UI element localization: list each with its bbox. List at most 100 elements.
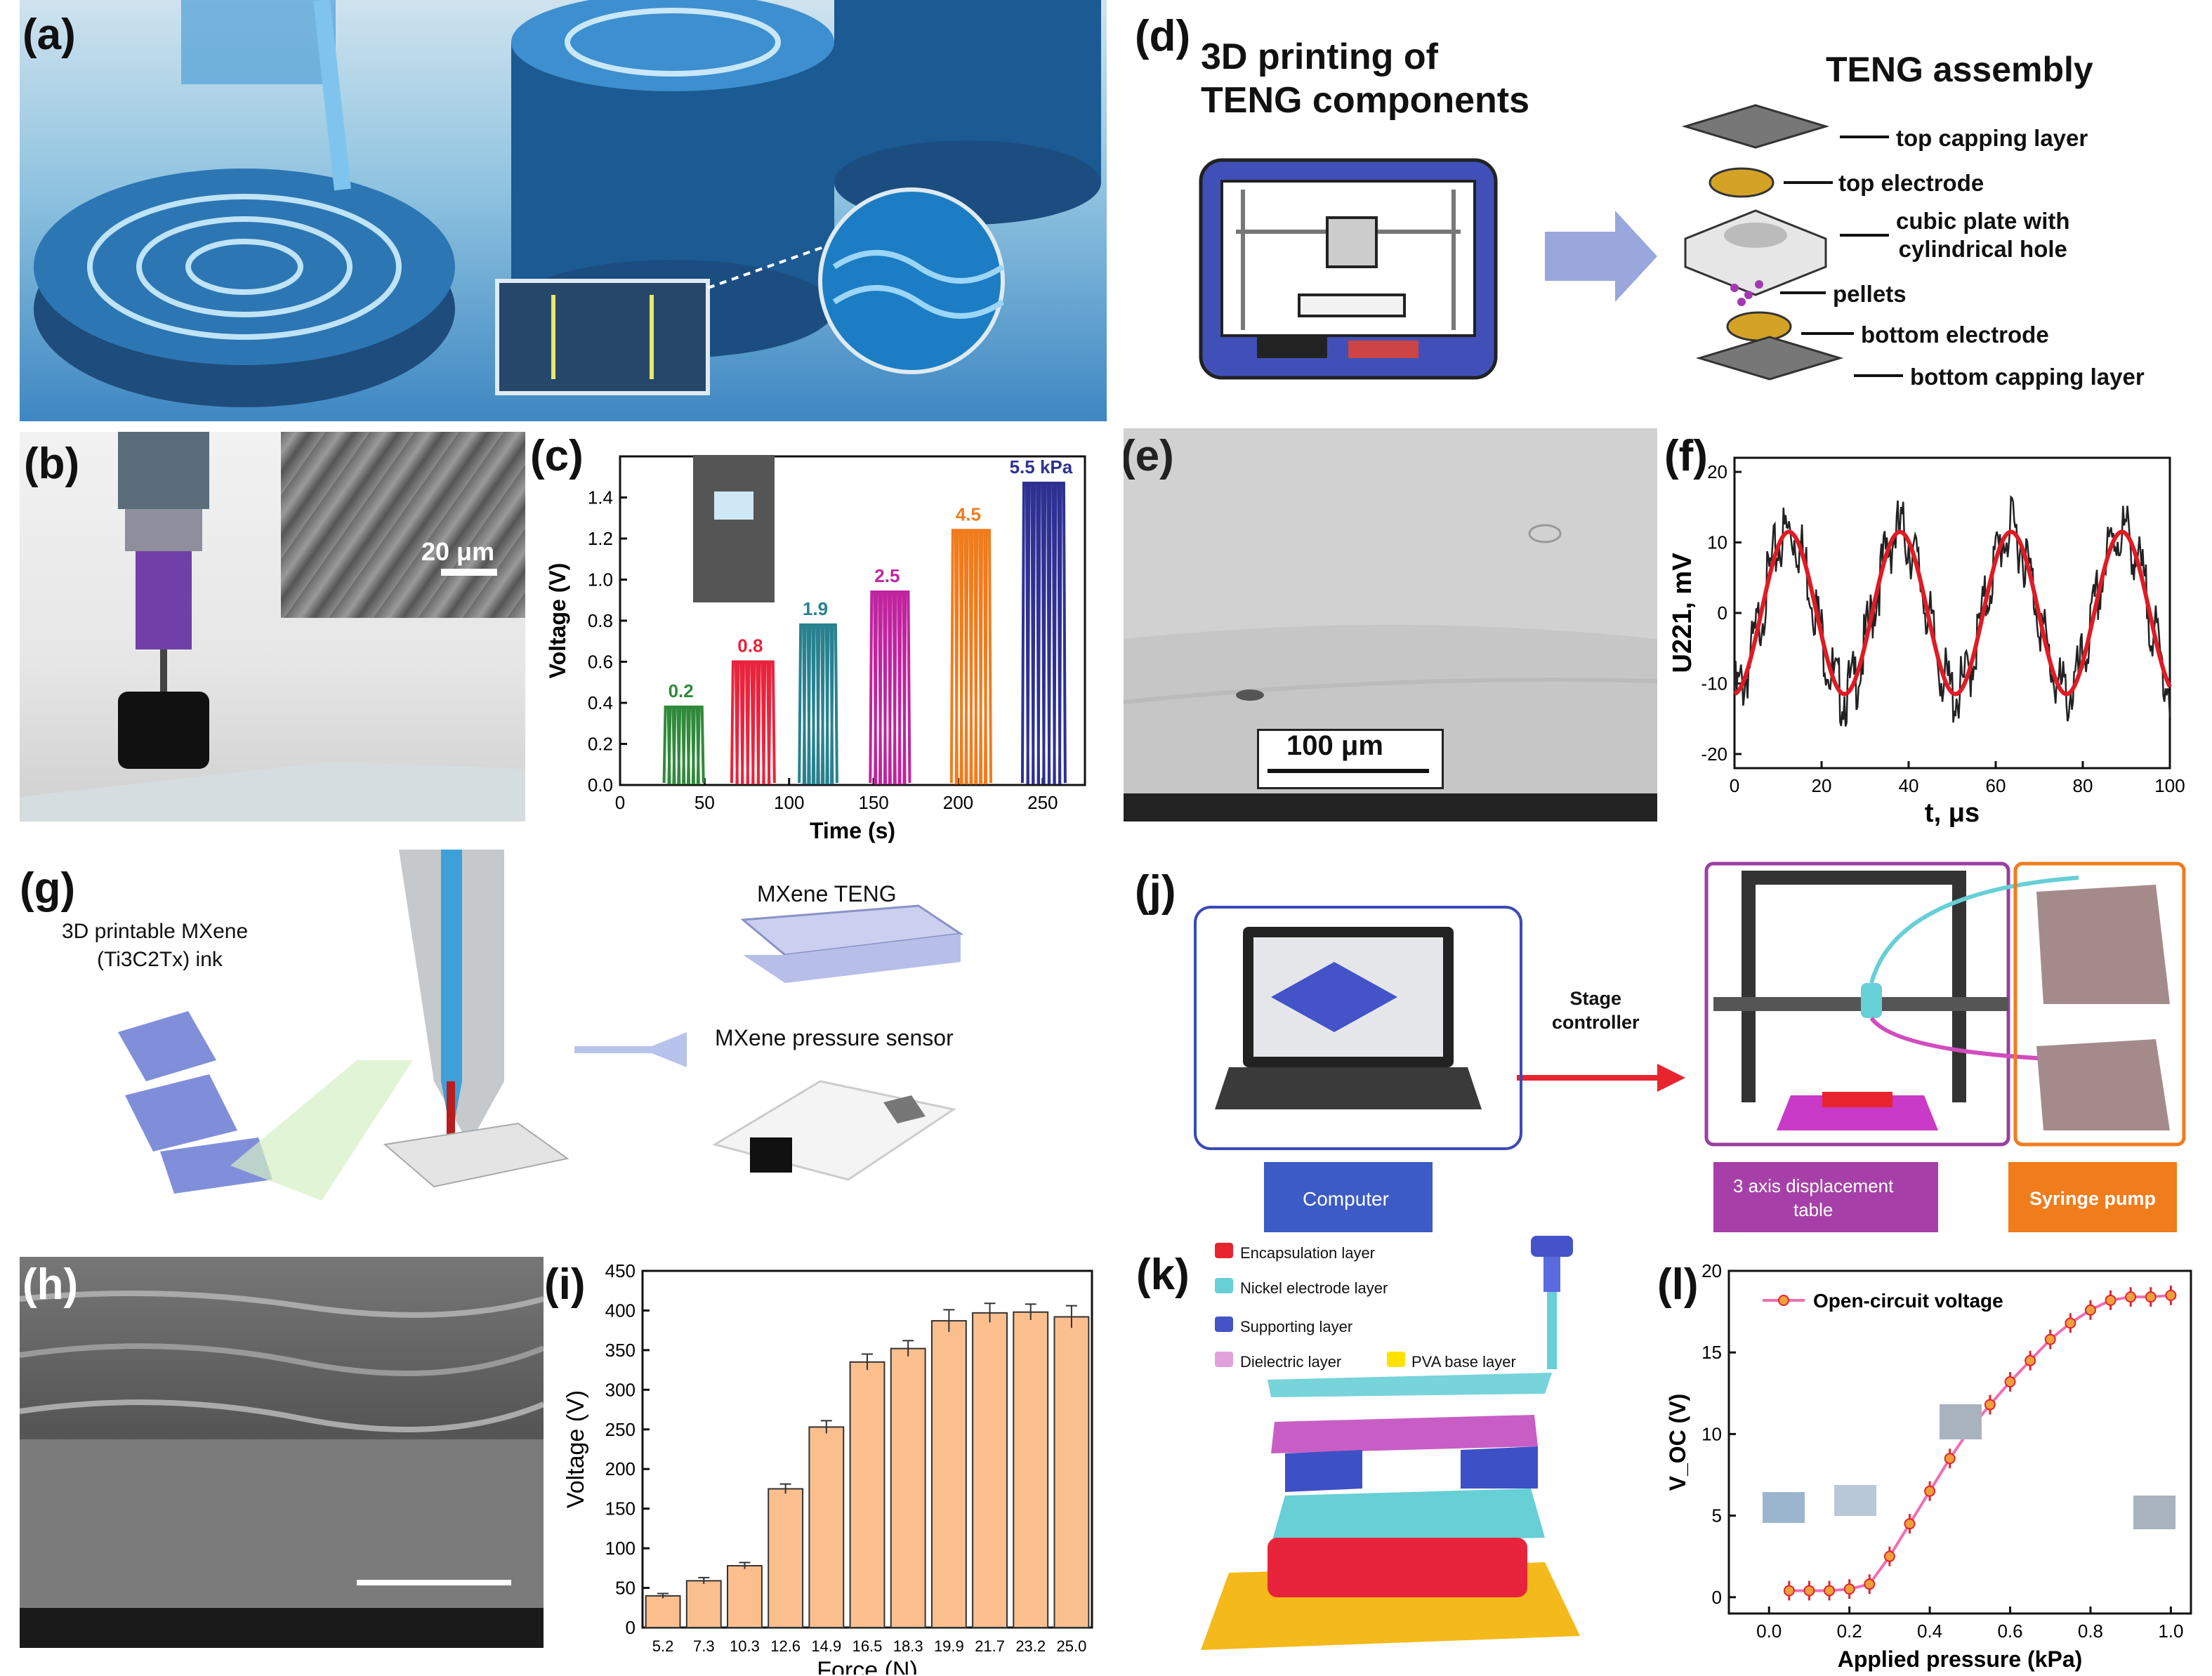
panel-j-illustration — [1215, 862, 2186, 1147]
assembly-title: TENG assembly — [1826, 50, 2093, 89]
vo-point — [2044, 1333, 2056, 1345]
stage-controller-label: Stage controller — [1552, 988, 1640, 1033]
y-tick-label: 0 — [1712, 1587, 1722, 1608]
panel-e-scalebox — [1257, 729, 1444, 789]
layer-label-2: cubic plate with cylindrical hole — [1896, 208, 2070, 262]
voltage-trace-1.9 — [798, 623, 838, 785]
y-tick-label: 0 — [1718, 602, 1727, 623]
bar-5.2 — [645, 1595, 681, 1629]
y-tick-label: 20 — [1707, 461, 1727, 482]
vo-point — [2105, 1294, 2116, 1306]
y-tick-label: 150 — [605, 1498, 636, 1519]
panel-e-scalebar — [1268, 769, 1429, 773]
panel-j: (j) Stage controller Computer 3 axis dis… — [1124, 850, 2212, 1243]
y-tick-label: 5 — [1712, 1505, 1722, 1526]
teng-label: MXene TENG — [757, 881, 897, 906]
y-tick-label: 0.2 — [588, 734, 613, 755]
x-tick-label: 100 — [774, 792, 804, 813]
x-tick-label: 19.9 — [934, 1637, 964, 1655]
panel-d-label: (d) — [1135, 12, 1191, 60]
bar-7.3 — [685, 1580, 722, 1629]
y-tick-label: 1.0 — [588, 569, 613, 590]
vo-point — [1843, 1583, 1855, 1595]
bar-18.3 — [890, 1347, 926, 1628]
force-gauge-inset — [693, 455, 775, 602]
y-tick-label: 450 — [605, 1260, 636, 1281]
bar-10.3 — [727, 1564, 763, 1628]
vo-point — [1803, 1585, 1815, 1597]
ink-label: 3D printable MXene — [62, 920, 249, 943]
series-label-4.5: 4.5 — [956, 503, 981, 524]
bar-21.7 — [972, 1312, 1008, 1628]
y-tick-label: 100 — [605, 1538, 636, 1559]
panel-b: 20 μm (b) — [20, 432, 525, 821]
y-tick-label: -10 — [1701, 673, 1727, 694]
voltage-trace-0.2 — [662, 705, 705, 785]
panel-b-label: (b) — [24, 440, 80, 488]
vo-point — [1904, 1518, 1916, 1530]
layer-label-5: bottom capping layer — [1910, 364, 2145, 390]
voltage-trace-5.5 kPa — [1020, 482, 1067, 785]
sensor-label: MXene pressure sensor — [715, 1025, 954, 1050]
vo-line — [1789, 1293, 2171, 1592]
vo-point — [1984, 1399, 1996, 1411]
legend-dielectric: Dielectric layer — [1240, 1353, 1342, 1371]
x-tick-label: 100 — [2154, 775, 2185, 796]
y-axis-label: Voltage (V) — [545, 563, 570, 679]
pump-label: Syringe pump — [2029, 1188, 2157, 1209]
x-tick-label: 0.0 — [1756, 1621, 1782, 1642]
measured-signal-line — [1733, 495, 2171, 727]
panel-f-label: (f) — [1664, 432, 1708, 480]
vo-point — [2125, 1291, 2137, 1303]
y-tick-label: 1.2 — [588, 528, 613, 549]
computer-label: Computer — [1303, 1188, 1389, 1210]
vo-point — [2165, 1289, 2177, 1301]
x-tick-label: 0.6 — [1997, 1621, 2022, 1642]
layer-label-4: bottom electrode — [1861, 322, 2049, 348]
vo-point — [1824, 1585, 1836, 1597]
panel-k: (k) Encapsulation layer Nickel electrode… — [1124, 1236, 1657, 1657]
y-tick-label: 200 — [605, 1458, 636, 1479]
x-tick-label: 0.4 — [1917, 1621, 1942, 1642]
series-label-0.2: 0.2 — [669, 680, 694, 701]
x-tick-label: 200 — [943, 792, 973, 813]
y-tick-label: 10 — [1701, 1423, 1722, 1444]
y-tick-label: -20 — [1701, 744, 1727, 765]
y-tick-label: 400 — [605, 1300, 636, 1321]
layer-label-0: top capping layer — [1896, 125, 2088, 151]
series-label-5.5 kPa: 5.5 kPa — [1010, 456, 1073, 477]
y-tick-label: 50 — [615, 1578, 636, 1599]
panel-i-label: (i) — [544, 1260, 586, 1309]
y-tick-label: 0 — [626, 1617, 636, 1638]
vo-point — [1783, 1585, 1795, 1597]
panel-h-micrograph — [20, 1291, 544, 1648]
legend-supporting: Supporting layer — [1240, 1318, 1353, 1335]
legend-swatch-point — [1778, 1295, 1789, 1306]
vo-point — [1864, 1578, 1876, 1590]
y-tick-label: 0.4 — [588, 692, 613, 713]
bar-16.5 — [849, 1361, 886, 1628]
y-tick-label: 0.0 — [588, 774, 613, 796]
x-tick-label: 0.8 — [2078, 1621, 2103, 1642]
teng-printer-illustration — [1199, 104, 1903, 381]
panel-a-illustration — [34, 0, 1101, 407]
bar-12.6 — [768, 1488, 804, 1629]
panel-l-label: (l) — [1657, 1260, 1699, 1309]
panel-b-scalebar — [441, 569, 497, 576]
panel-k-label: (k) — [1136, 1251, 1190, 1299]
panel-e: 100 μm (e) — [1124, 428, 1657, 821]
series-label-2.5: 2.5 — [874, 565, 900, 586]
x-tick-label: 18.3 — [893, 1637, 923, 1655]
series-label-0.8: 0.8 — [737, 635, 763, 656]
x-tick-label: 80 — [2073, 775, 2093, 796]
panel-e-label: (e) — [1124, 432, 1174, 480]
photo-inset-2 — [1834, 1485, 1876, 1516]
legend-encapsulation: Encapsulation layer — [1240, 1244, 1376, 1262]
voltage-trace-0.8 — [730, 660, 776, 785]
legend-label: Open-circuit voltage — [1813, 1290, 2003, 1312]
